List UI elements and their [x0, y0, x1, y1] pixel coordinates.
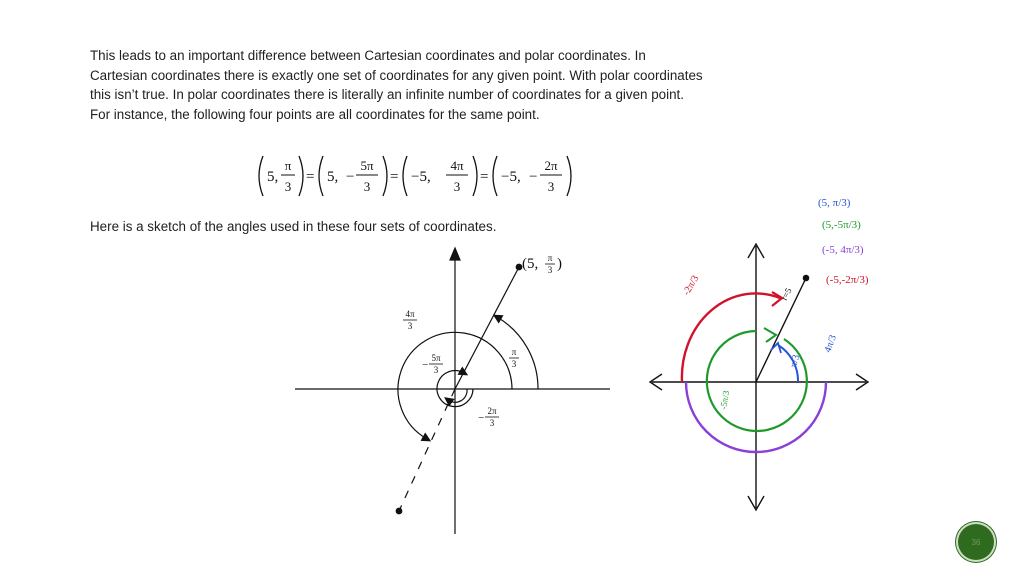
page-number-badge: 36: [958, 524, 994, 560]
paragraph-line: Cartesian coordinates there is exactly o…: [90, 67, 703, 83]
green-circle: [705, 329, 808, 433]
equation-term-den: 3: [454, 179, 461, 194]
label-green-angle: -5π/3: [718, 389, 731, 410]
handdrawn-sketch-panel: (5, π/3) (5,-5π/3) (-5, 4π/3) (-5,-2π/3)…: [630, 178, 884, 516]
blue-arc: [777, 344, 800, 383]
paragraph-line: This leads to an important difference be…: [90, 48, 646, 63]
arc-neg-5pi-over-3: [436, 366, 474, 408]
label-4pi-over-3-num: 4π: [405, 309, 415, 319]
equation-term-den: 3: [364, 179, 371, 194]
page-number: 36: [971, 537, 981, 547]
equation-term-den: 3: [548, 179, 555, 194]
red-arc: [680, 292, 781, 383]
equation-term-r: 5,: [327, 169, 338, 185]
equals-sign: =: [480, 169, 488, 185]
label-blue-coord: (5, π/3): [818, 197, 851, 209]
green-arrow-head: [763, 327, 778, 343]
red-arrow-head: [771, 291, 784, 307]
label-radius: r=5: [779, 286, 794, 302]
blue-arrow-head: [770, 341, 782, 354]
label-4pi-over-3-den: 3: [408, 321, 413, 331]
point-marker: [515, 263, 523, 271]
label-neg-2pi-over-3-num: 2π: [487, 406, 497, 416]
hand-radius-ray: [755, 277, 807, 383]
sketch-intro-text: Here is a sketch of the angles used in t…: [90, 219, 497, 234]
arc-pi-over-3: [492, 314, 539, 390]
polar-equivalence-equation: 5, π 3 = 5, − 5π 3 = −5, 4π 3 = −5,: [258, 155, 572, 197]
equation-term-sign: −: [346, 169, 354, 185]
label-neg-5pi-over-3-den: 3: [434, 365, 439, 375]
equals-sign: =: [390, 169, 398, 185]
label-pi-over-3-num: π: [512, 347, 517, 357]
label-red-coord: (-5,-2π/3): [826, 274, 869, 286]
polar-angles-sketch: (5, π 3 ) π 3 4π 3 − 5π 3 − 2π 3: [295, 246, 610, 534]
opposite-dashed-ray: [398, 388, 456, 512]
hand-x-arrow-right: [855, 373, 870, 391]
paragraph-line: For instance, the following four points …: [90, 106, 540, 122]
label-neg-2pi-over-3-den: 3: [490, 418, 495, 428]
label-blue-angle: π/3: [788, 354, 802, 369]
point-label: (5,: [522, 256, 538, 272]
hand-x-arrow-left: [648, 373, 663, 391]
arc-4pi-over-3: [397, 331, 513, 442]
hand-y-arrow-down: [747, 495, 765, 512]
point-label-den: 3: [548, 265, 553, 275]
equals-sign: =: [306, 169, 314, 185]
paragraph-line: this isn’t true. In polar coordinates th…: [90, 87, 684, 103]
point-label-close: ): [557, 256, 562, 272]
equation-term-r: −5,: [411, 169, 431, 185]
y-axis-arrowhead: [449, 246, 461, 261]
label-green-coord: (5,-5π/3): [822, 219, 861, 231]
label-neg-5pi-over-3-num: 5π: [431, 353, 441, 363]
label-purple-angle: 4π/3: [822, 334, 838, 355]
equation-term-den: 3: [285, 179, 292, 194]
body-paragraph: This leads to an important difference be…: [90, 46, 850, 124]
hand-y-arrow-up: [747, 242, 765, 259]
equation-term-r: −5,: [501, 169, 521, 185]
opposite-point-marker: [395, 507, 403, 515]
arc-neg-2pi-over-3: [444, 388, 468, 407]
equation-term-num: π: [285, 158, 292, 173]
label-neg-2pi-over-3-sign: −: [478, 412, 484, 424]
equation-term-sign: −: [529, 169, 537, 185]
label-purple-coord: (-5, 4π/3): [822, 244, 864, 256]
equation-term-r: 5,: [267, 169, 278, 185]
label-red-angle: -2π/3: [681, 274, 701, 298]
equation-term-num: 5π: [360, 158, 374, 173]
label-pi-over-3-den: 3: [512, 359, 517, 369]
point-label-num: π: [548, 253, 553, 263]
handdrawn-polar-sketch: (5, π/3) (5,-5π/3) (-5, 4π/3) (-5,-2π/3)…: [648, 197, 870, 512]
hand-point-marker: [802, 274, 810, 282]
purple-arc: [684, 381, 828, 454]
equation-term-num: 4π: [450, 158, 464, 173]
equation-term-num: 2π: [544, 158, 558, 173]
label-neg-5pi-over-3-sign: −: [422, 359, 428, 371]
